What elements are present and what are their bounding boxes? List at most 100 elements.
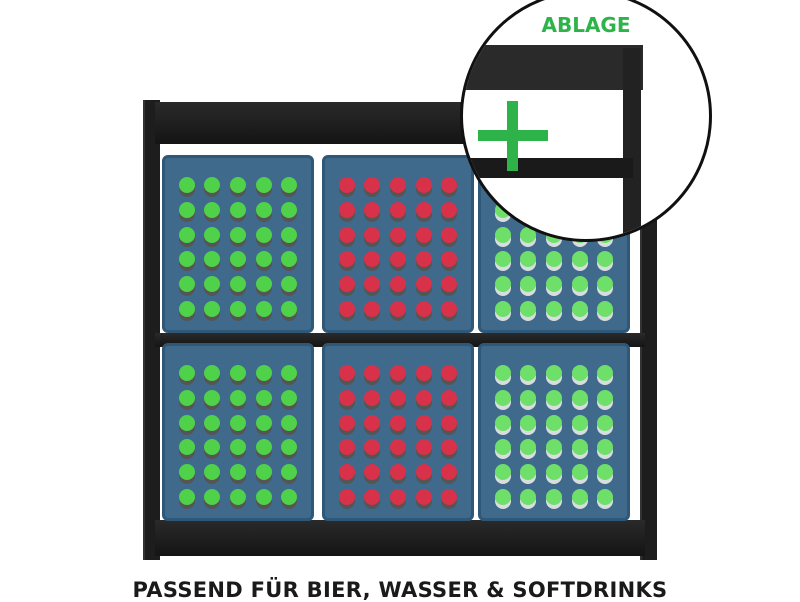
bottle (520, 488, 537, 505)
bottle (204, 201, 221, 218)
bottle (364, 414, 381, 431)
bottle (520, 463, 537, 480)
bottle (545, 300, 562, 317)
bottle (545, 275, 562, 292)
bottle (255, 488, 272, 505)
bottle (229, 275, 246, 292)
bottle (281, 275, 298, 292)
bottle (255, 463, 272, 480)
bottle (441, 463, 458, 480)
bottle (255, 275, 272, 292)
bottle (545, 439, 562, 456)
bottle (441, 414, 458, 431)
bottle (571, 275, 588, 292)
bottle (415, 177, 432, 194)
bottle (494, 463, 511, 480)
bottle (229, 226, 246, 243)
bottle (338, 365, 355, 382)
bottle (389, 365, 406, 382)
bottle (178, 201, 195, 218)
bottle (338, 463, 355, 480)
bottle (389, 251, 406, 268)
bottle (229, 439, 246, 456)
bottle (364, 251, 381, 268)
bottle (494, 488, 511, 505)
bottle (178, 414, 195, 431)
bottle (441, 177, 458, 194)
bottle (520, 439, 537, 456)
bottle (415, 365, 432, 382)
bottle (520, 275, 537, 292)
bottle (255, 251, 272, 268)
bottle (441, 226, 458, 243)
bottle (338, 251, 355, 268)
bottle (178, 365, 195, 382)
bottle (204, 365, 221, 382)
bottle (571, 365, 588, 382)
shelf-inset: ABLAGE (460, 0, 712, 242)
bottle (545, 365, 562, 382)
bottle (255, 201, 272, 218)
bottle (545, 414, 562, 431)
bottle (597, 463, 614, 480)
bottle (494, 365, 511, 382)
bottle (415, 251, 432, 268)
bottle (571, 439, 588, 456)
bottle (204, 300, 221, 317)
bottle (389, 226, 406, 243)
caption: PASSEND FÜR BIER, WASSER & SOFTDRINKS (132, 578, 668, 602)
bottle (494, 414, 511, 431)
bottle (364, 300, 381, 317)
bottle (229, 414, 246, 431)
bottle (441, 488, 458, 505)
bottle (389, 463, 406, 480)
bottle (364, 488, 381, 505)
bottle (389, 201, 406, 218)
bottle (415, 275, 432, 292)
bottle (494, 251, 511, 268)
bottle (281, 488, 298, 505)
bottle (415, 201, 432, 218)
bottle (415, 389, 432, 406)
bottle (364, 201, 381, 218)
bottle (204, 463, 221, 480)
bottle (281, 300, 298, 317)
bottle (520, 389, 537, 406)
bottle (494, 300, 511, 317)
bottle (441, 389, 458, 406)
bottle (204, 389, 221, 406)
bottle (415, 439, 432, 456)
bottle (178, 389, 195, 406)
inset-beam (463, 158, 633, 178)
bottle (255, 365, 272, 382)
bottle (415, 463, 432, 480)
bottle (441, 439, 458, 456)
bottle (389, 177, 406, 194)
bottle (597, 365, 614, 382)
bottle (520, 365, 537, 382)
left-post (143, 100, 160, 560)
bottle (281, 414, 298, 431)
beverage-crate (162, 155, 314, 333)
bottle (389, 389, 406, 406)
inset-post (623, 48, 641, 239)
beverage-crate (478, 343, 630, 521)
plus-icon (478, 101, 548, 171)
bottle (281, 177, 298, 194)
bottle (178, 439, 195, 456)
bottle (364, 365, 381, 382)
bottle (415, 226, 432, 243)
bottle (494, 226, 511, 243)
bottle (204, 177, 221, 194)
bottle (338, 177, 355, 194)
bottle (338, 300, 355, 317)
bottle (415, 488, 432, 505)
bottle (545, 488, 562, 505)
bottle (520, 226, 537, 243)
bottle (520, 251, 537, 268)
inset-shelf-top (463, 45, 643, 90)
beverage-crate (322, 155, 474, 333)
bottle (338, 275, 355, 292)
bottle (204, 226, 221, 243)
bottle (571, 463, 588, 480)
